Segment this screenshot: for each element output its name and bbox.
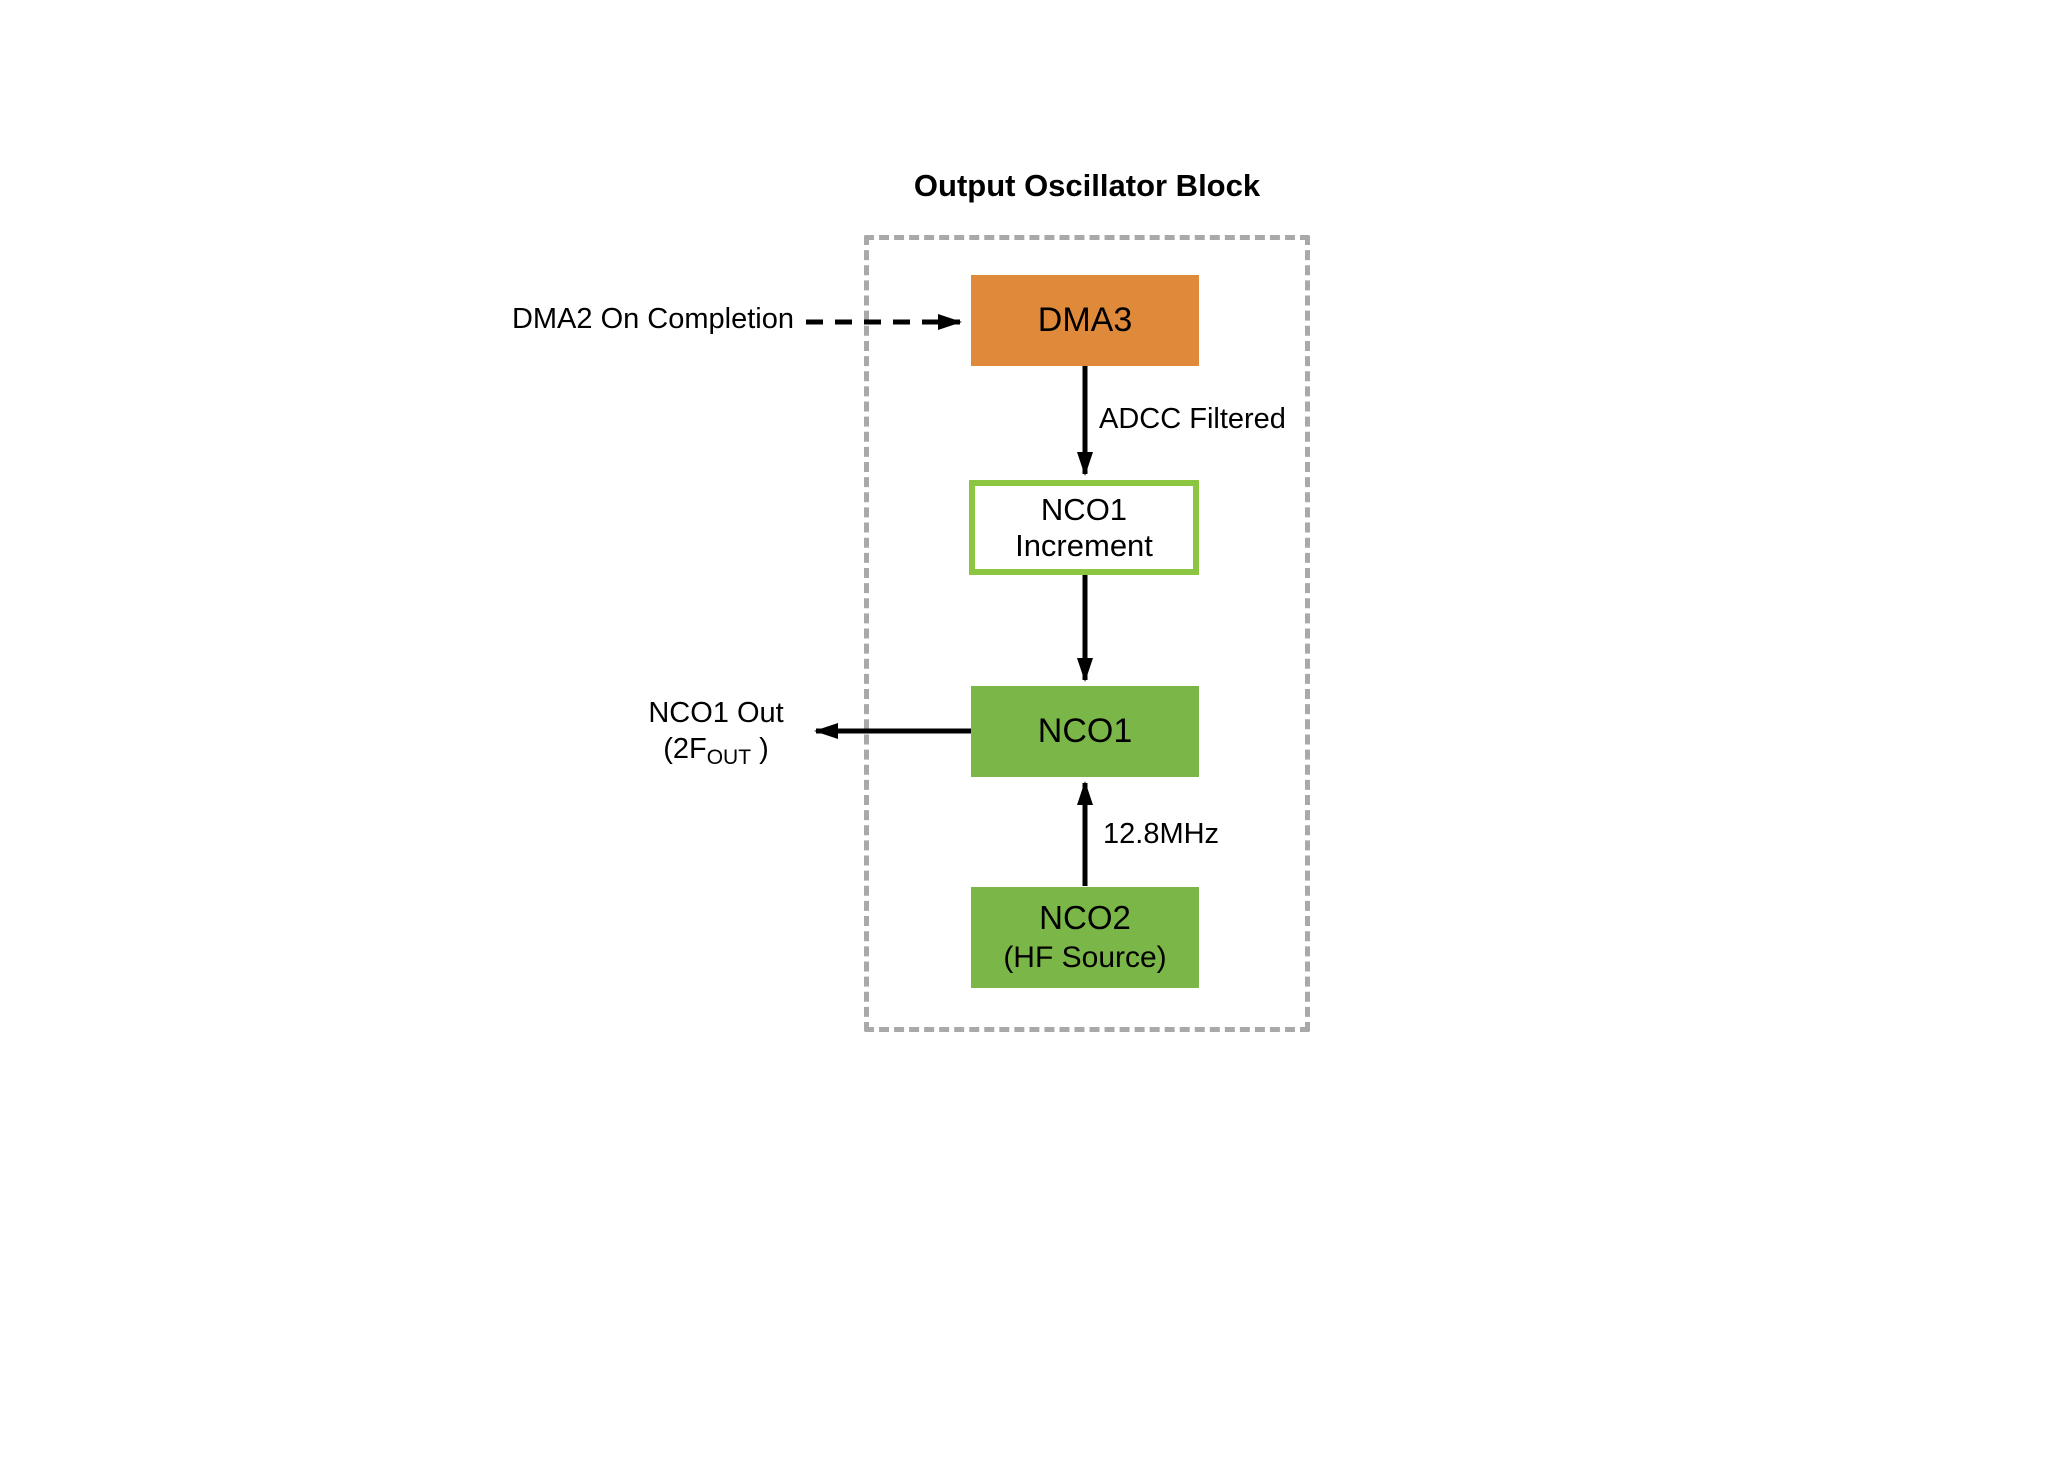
- block-nco2-line2: (HF Source): [1003, 940, 1167, 974]
- block-dma3-label: DMA3: [1037, 301, 1133, 339]
- label-12-8mhz: 12.8MHz: [1103, 818, 1220, 850]
- output-oscillator-block-frame: [864, 235, 1310, 1032]
- label-nco1-out: NCO1 Out (2FOUT ): [628, 695, 804, 776]
- block-nco1: NCO1: [971, 686, 1199, 777]
- label-nco1-out-line1: NCO1 Out: [648, 697, 784, 729]
- block-nco1-label: NCO1: [1037, 712, 1133, 750]
- block-nco1-increment-line2: Increment: [1015, 527, 1153, 563]
- label-nco1-out-suffix: ): [751, 733, 769, 765]
- block-nco1-increment: NCO1 Increment: [969, 480, 1199, 575]
- label-dma2-on-completion: DMA2 On Completion: [511, 303, 794, 335]
- block-dma3: DMA3: [971, 275, 1199, 366]
- block-nco1-increment-line1: NCO1: [1040, 491, 1128, 527]
- label-nco1-out-subscript: OUT: [706, 746, 752, 769]
- block-nco2: NCO2 (HF Source): [971, 887, 1199, 988]
- label-nco1-out-prefix: (2F: [663, 733, 707, 765]
- label-adcc-filtered: ADCC Filtered: [1099, 403, 1286, 435]
- label-nco1-out-line2: (2FOUT ): [628, 731, 804, 776]
- block-nco2-line1: NCO2: [1039, 898, 1131, 936]
- diagram-title: Output Oscillator Block: [913, 168, 1261, 203]
